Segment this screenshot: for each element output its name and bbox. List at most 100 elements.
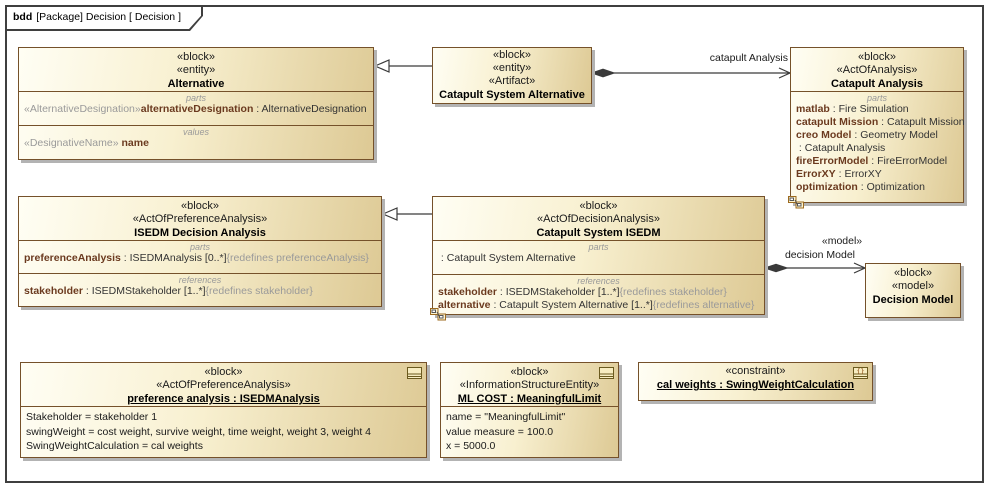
part-line[interactable]: ErrorXY : ErrorXY xyxy=(796,168,958,181)
part-line[interactable]: creo Model : Geometry Model xyxy=(796,129,958,142)
diagram-tab-text: [Package] Decision [ Decision ] xyxy=(36,11,181,23)
part-name: creo Model xyxy=(796,129,852,141)
stereotype: «block» xyxy=(894,267,932,279)
part-type: : Fire Simulation xyxy=(829,103,909,115)
reference-line[interactable]: alternative : Catapult System Alternativ… xyxy=(438,299,759,312)
diagram-tab: bdd[Package] Decision [ Decision ] xyxy=(5,5,203,31)
stereotype: «ActOfPreferenceAnalysis» xyxy=(132,213,268,225)
part-name: fireErrorModel xyxy=(796,155,869,167)
reference-type: : Catapult System Alternative [1..*] xyxy=(490,299,653,311)
part-type: : Optimization xyxy=(857,181,925,193)
parts-compartment: parts preferenceAnalysis : ISEDMAnalysis… xyxy=(19,240,381,273)
stereotype: «block» xyxy=(579,200,618,212)
block-header: «block» «ActOfPreferenceAnalysis» ISEDM … xyxy=(19,197,381,240)
slot-line[interactable]: Stakeholder = stakeholder 1 xyxy=(26,411,158,423)
constraint-cal-weights[interactable]: «constraint» cal weights : SwingWeightCa… xyxy=(638,362,873,401)
part-line[interactable]: fireErrorModel : FireErrorModel xyxy=(796,155,958,168)
block-header: «block» «entity» «Artifact» Catapult Sys… xyxy=(433,48,591,102)
block-header: «block» «entity» Alternative xyxy=(19,48,373,91)
stereotype: «ActOfPreferenceAnalysis» xyxy=(156,379,291,391)
block-name: Catapult Analysis xyxy=(831,78,923,90)
instance-header: «block» «ActOfPreferenceAnalysis» prefer… xyxy=(21,363,426,406)
part-stereotype: «AlternativeDesignation» xyxy=(24,103,141,115)
instance-header: «block» «InformationStructureEntity» ML … xyxy=(441,363,618,406)
stereotype: «block» xyxy=(204,366,243,378)
block-catapult-analysis[interactable]: «block» «ActOfAnalysis» Catapult Analysi… xyxy=(788,47,965,209)
values-compartment: values «DesignativeName» name xyxy=(19,125,373,159)
reference-line[interactable]: stakeholder : ISEDMStakeholder [1..*]{re… xyxy=(438,286,759,299)
block-header: «block» «model» Decision Model xyxy=(866,264,960,307)
part-line[interactable]: : Catapult System Alternative xyxy=(438,252,759,265)
part-line[interactable]: catapult Mission : Catapult Mission xyxy=(796,116,965,129)
part-type: : Catapult System Alternative xyxy=(438,252,576,264)
parts-compartment: parts : Catapult System Alternative xyxy=(433,240,764,274)
instance-specification-icon xyxy=(599,366,614,384)
block-name: Decision Model xyxy=(872,294,954,306)
structure-compartment-icon[interactable] xyxy=(788,195,804,214)
part-type: : Geometry Model xyxy=(851,129,938,141)
value-stereotype: «DesignativeName» xyxy=(24,137,119,149)
value-name: name xyxy=(118,137,149,149)
constraint-header: «constraint» cal weights : SwingWeightCa… xyxy=(639,363,872,392)
part-line[interactable]: preferenceAnalysis : ISEDMAnalysis [0..*… xyxy=(24,252,376,265)
stereotype: «block» xyxy=(858,51,896,63)
svg-text:{}: {} xyxy=(857,367,865,375)
reference-name: alternative xyxy=(438,299,491,311)
block-isedm-decision-analysis[interactable]: «block» «ActOfPreferenceAnalysis» ISEDM … xyxy=(18,196,382,307)
part-redefines: {redefines preferenceAnalysis} xyxy=(226,252,369,264)
part-line[interactable]: : Catapult Analysis xyxy=(796,142,958,155)
block-decision-model[interactable]: «block» «model» Decision Model xyxy=(865,263,961,318)
compartment-label: parts xyxy=(588,242,609,252)
slot-line[interactable]: name = "MeaningfulLimit" xyxy=(446,411,566,423)
instance-name: preference analysis : ISEDMAnalysis xyxy=(127,393,320,405)
part-line[interactable]: «AlternativeDesignation»alternativeDesig… xyxy=(24,103,368,116)
reference-name: stakeholder xyxy=(438,286,497,298)
constraint-instance-icon: {} xyxy=(853,366,868,384)
reference-name: stakeholder xyxy=(24,285,83,297)
slot-line[interactable]: swingWeight = cost weight, survive weigh… xyxy=(26,425,372,438)
composition-role-label[interactable]: catapult Analysis xyxy=(709,52,788,64)
slot-line[interactable]: SwingWeightCalculation = cal weights xyxy=(26,440,203,452)
part-type: : ErrorXY xyxy=(835,168,882,180)
part-name: optimization xyxy=(796,181,858,193)
stereotype: «block» xyxy=(181,200,219,212)
compartment-label: references xyxy=(577,276,620,286)
part-name: matlab xyxy=(796,103,830,115)
stereotype: «block» xyxy=(510,366,549,378)
part-type: : Catapult Mission xyxy=(878,116,965,128)
decision-model-role-label[interactable]: decision Model xyxy=(784,249,856,261)
stereotype: «ActOfAnalysis» xyxy=(836,64,918,76)
part-name: alternativeDesignation xyxy=(140,103,254,115)
part-line[interactable]: matlab : Fire Simulation xyxy=(796,103,958,116)
compartment-label: references xyxy=(178,275,222,285)
reference-redefines: {redefines stakeholder} xyxy=(205,285,313,297)
part-name: ErrorXY xyxy=(796,168,836,180)
block-catapult-system-isedm[interactable]: «block» «ActOfDecisionAnalysis» Catapult… xyxy=(430,196,765,321)
stereotype: «ActOfDecisionAnalysis» xyxy=(537,213,660,225)
reference-redefines: {redefines stakeholder} xyxy=(619,286,727,298)
compartment-label: values xyxy=(182,127,209,137)
slot-line[interactable]: x = 5000.0 xyxy=(446,440,496,452)
part-name: preferenceAnalysis xyxy=(24,252,121,264)
parts-compartment: parts «AlternativeDesignation»alternativ… xyxy=(19,91,373,125)
instance-preference-analysis[interactable]: «block» «ActOfPreferenceAnalysis» prefer… xyxy=(20,362,427,458)
structure-compartment-icon[interactable] xyxy=(430,307,446,326)
instance-name: ML COST : MeaningfulLimit xyxy=(457,393,602,405)
stereotype: «block» xyxy=(493,49,531,61)
slots-compartment: name = "MeaningfulLimit" value measure =… xyxy=(441,406,618,457)
reference-redefines: {redefines alternative} xyxy=(652,299,755,311)
block-alternative[interactable]: «block» «entity» Alternative parts «Alte… xyxy=(18,47,374,160)
stereotype: «entity» xyxy=(176,64,216,76)
block-catapult-system-alternative[interactable]: «block» «entity» «Artifact» Catapult Sys… xyxy=(432,47,592,104)
part-line[interactable]: optimization : Optimization xyxy=(796,181,958,194)
slots-compartment: Stakeholder = stakeholder 1 swingWeight … xyxy=(21,406,426,457)
value-line[interactable]: «DesignativeName» name xyxy=(24,137,368,150)
reference-line[interactable]: stakeholder : ISEDMStakeholder [1..*]{re… xyxy=(24,285,376,298)
instance-ml-cost[interactable]: «block» «InformationStructureEntity» ML … xyxy=(440,362,619,458)
block-name: Catapult System ISEDM xyxy=(536,227,661,239)
stereotype: «entity» xyxy=(492,62,532,74)
instance-specification-icon xyxy=(407,366,422,384)
slot-line[interactable]: value measure = 100.0 xyxy=(446,425,554,438)
stereotype: «model» xyxy=(891,280,935,292)
